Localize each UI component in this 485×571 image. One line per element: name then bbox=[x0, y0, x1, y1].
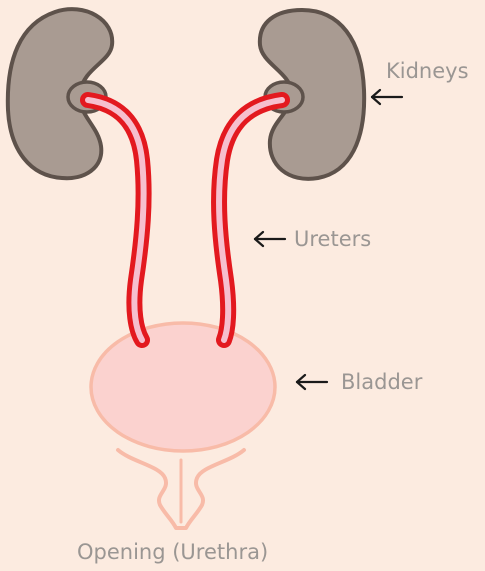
bladder-arrow-icon bbox=[297, 375, 327, 389]
bladder bbox=[91, 323, 275, 451]
kidneys-label: Kidneys bbox=[386, 61, 469, 82]
bladder-label: Bladder bbox=[341, 372, 422, 393]
ureters-arrow-icon bbox=[255, 232, 285, 246]
kidneys-arrow-icon bbox=[372, 90, 402, 104]
ureters-label: Ureters bbox=[294, 229, 371, 250]
opening-urethra-label: Opening (Urethra) bbox=[77, 542, 268, 563]
urethra bbox=[118, 450, 244, 528]
